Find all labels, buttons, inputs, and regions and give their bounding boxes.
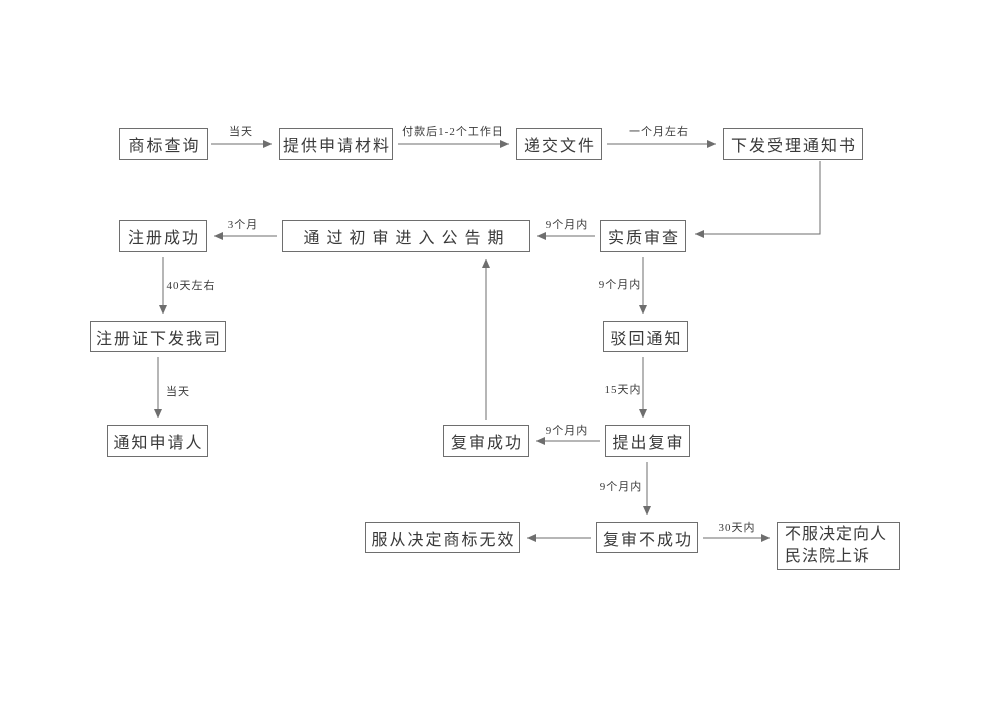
edge-acceptance-to-substantive: [695, 161, 821, 238]
edge-label-three-months: 3个月: [227, 219, 259, 231]
edge-label-nine-months-4: 9个月内: [599, 481, 643, 493]
node-rejection-notice: 驳回通知: [603, 321, 688, 352]
node-provide-materials: 提供申请材料: [279, 128, 393, 160]
node-request-review: 提出复审: [605, 425, 690, 457]
node-trademark-search: 商标查询: [119, 128, 208, 160]
node-trademark-invalid: 服从决定商标无效: [365, 522, 520, 553]
node-notify-applicant: 通知申请人: [107, 425, 208, 457]
node-review-success: 复审成功: [443, 425, 529, 457]
edge-label-fifteen-days: 15天内: [604, 384, 642, 396]
edge-label-about-one-month: 一个月左右: [629, 126, 689, 138]
node-preliminary-approval: 通过初审进入公告期: [282, 220, 530, 252]
edge-label-same-day-2: 当天: [166, 386, 190, 398]
node-certificate-issued: 注册证下发我司: [90, 321, 226, 352]
edge-label-same-day-1: 当天: [229, 126, 253, 138]
node-acceptance-notice: 下发受理通知书: [723, 128, 863, 160]
edge-label-after-payment: 付款后1-2个工作日: [402, 126, 504, 138]
node-substantive-review: 实质审查: [600, 220, 686, 252]
edge-label-nine-months-2: 9个月内: [598, 279, 642, 291]
edge-label-forty-days: 40天左右: [166, 280, 216, 292]
node-court-appeal: 不服决定向人民法院上诉: [777, 522, 900, 570]
edge-label-thirty-days: 30天内: [718, 522, 756, 534]
node-review-failed: 复审不成功: [596, 522, 698, 553]
node-registration-success: 注册成功: [119, 220, 207, 252]
edge-label-nine-months-3: 9个月内: [545, 425, 589, 437]
edge-label-nine-months-1: 9个月内: [545, 219, 589, 231]
node-submit-documents: 递交文件: [516, 128, 602, 160]
